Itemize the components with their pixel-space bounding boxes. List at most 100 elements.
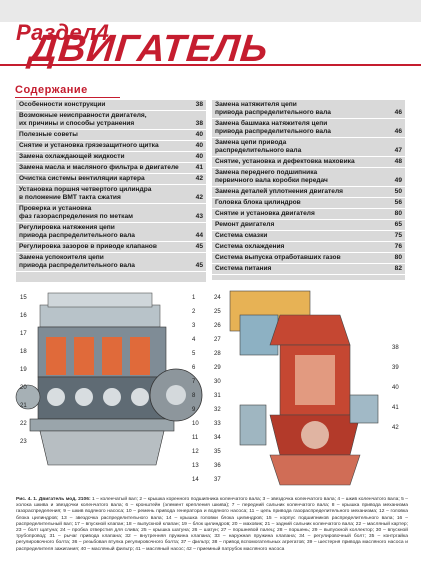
callout: 15 [20,295,27,301]
toc-item[interactable]: Система питания 82 [212,264,405,275]
callout: 32 [214,407,221,413]
callout: 2 [192,309,196,315]
toc-item-title: Замена деталей уплотнения двигателя [215,188,343,195]
callout: 27 [214,337,221,343]
toc-item-page: 50 [394,188,402,195]
toc-item[interactable]: Возможные неисправности двигателя, их пр… [16,111,206,130]
callout: 9 [192,407,196,413]
callout: 16 [20,313,27,319]
callout: 30 [214,379,221,385]
toc-item[interactable]: Замена переднего подшипника первичного в… [212,168,405,187]
callout: 11 [192,435,199,441]
callout: 23 [20,439,27,445]
toc-item[interactable]: Система смазки 75 [212,231,405,242]
callout: 7 [192,379,196,385]
toc-item-page: 46 [394,128,402,135]
callout: 39 [392,365,399,371]
toc-item-title: Установка поршня четвертого цилиндра в п… [19,186,152,201]
toc-item-page: 38 [195,101,203,108]
contents-underline [15,97,120,98]
toc-item[interactable]: Замена масла и масляного фильтра в двига… [16,163,206,174]
callout: 38 [392,345,399,351]
toc-item-title: Снятие, установка и дефектовка маховика [215,158,355,165]
toc-item-page: 42 [195,194,203,201]
callout: 8 [192,393,196,399]
callout: 24 [214,295,221,301]
toc-item-page: 75 [394,232,402,239]
toc-item-page: 44 [195,232,203,239]
toc-item[interactable]: Проверка и установка фаз газораспределен… [16,204,206,223]
toc-item[interactable]: Регулировка натяжения цепи привода распр… [16,223,206,242]
toc-item[interactable]: Установка поршня четвертого цилиндра в п… [16,185,206,204]
toc-item-title: Замена охлаждающей жидкости [19,153,125,160]
toc-item-page: 45 [195,262,203,269]
toc-item-title: Регулировка зазоров в приводе клапанов [19,243,157,250]
callout: 31 [214,393,221,399]
toc-item-page: 46 [394,109,402,116]
toc-item-title: Ремонт двигателя [215,221,275,228]
callout: 34 [214,435,221,441]
toc-item-page: 40 [195,142,203,149]
callout: 10 [192,421,199,427]
toc-item-page: 42 [195,175,203,182]
callout: 6 [192,365,196,371]
toc-item-title: Система охлаждения [215,243,285,250]
toc-item[interactable]: Замена натяжителя цепи привода распредел… [212,100,405,119]
callout: 1 [192,295,196,301]
engine-figure: 15 16 17 18 19 20 21 22 23 1 2 3 4 5 6 7… [10,285,410,495]
toc-item[interactable]: Замена цепи привода распределительного в… [212,138,405,157]
toc-item[interactable]: Замена деталей уплотнения двигателя 50 [212,187,405,198]
callout: 22 [20,421,27,427]
contents-heading: Содержание [15,84,88,96]
toc-item-title: Очистка системы вентиляции картера [19,175,145,182]
callout: 13 [192,463,199,469]
toc-item[interactable]: Замена успокоителя цепи привода распреде… [16,253,206,272]
toc-item-title: Особенности конструкции [19,101,106,108]
callout: 35 [214,449,221,455]
callout: 42 [392,425,399,431]
toc-item[interactable]: Ремонт двигателя 65 [212,220,405,231]
toc-item-title: Система выпуска отработавших газов [215,254,341,261]
toc-item-title: Замена масла и масляного фильтра в двига… [19,164,179,171]
toc-item-title: Система смазки [215,232,268,239]
header-band [0,0,421,22]
toc-right-column: Замена натяжителя цепи привода распредел… [212,100,405,280]
callout: 3 [192,323,196,329]
toc-item[interactable]: Особенности конструкции 38 [16,100,206,111]
toc-item-title: Замена переднего подшипника первичного в… [215,169,328,184]
toc-item[interactable]: Очистка системы вентиляции картера 42 [16,174,206,185]
section-label: Раздел4 [16,20,110,45]
toc-item-page: 40 [195,131,203,138]
callout: 18 [20,349,27,355]
toc-item-page: 49 [394,177,402,184]
callout: 36 [214,463,221,469]
toc-item-title: Система питания [215,265,272,272]
callout: 12 [192,449,199,455]
toc-item-page: 82 [394,265,402,272]
toc-item-page: 47 [394,147,402,154]
toc-item-title: Проверка и установка фаз газораспределен… [19,205,134,220]
callout: 37 [214,477,221,483]
toc-item-page: 38 [195,120,203,127]
callout: 14 [192,477,199,483]
toc-item[interactable]: Замена башмака натяжителя цепи привода р… [212,119,405,138]
toc-item-title: Замена цепи привода распределительного в… [215,139,302,154]
callout: 21 [20,403,27,409]
callout: 40 [392,385,399,391]
toc-item-page: 65 [394,221,402,228]
toc-item-title: Замена башмака натяжителя цепи привода р… [215,120,331,135]
callout: 17 [20,331,27,337]
toc-item-page: 80 [394,210,402,217]
engine-longitudinal-section [15,292,203,466]
figure-caption: Рис. 4. 1. Двигатель мод. 2106: 1 – коле… [16,497,408,553]
